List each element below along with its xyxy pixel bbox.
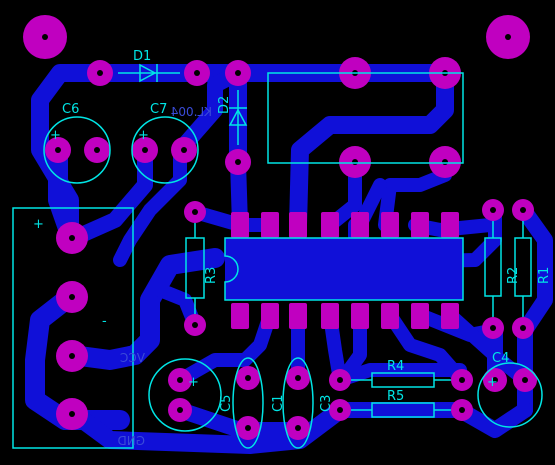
ic-pin-top-6 xyxy=(381,212,399,238)
ic-pin-bottom-8 xyxy=(441,303,459,329)
conn-plus: + xyxy=(33,217,44,232)
ic-pin-top-2 xyxy=(261,212,279,238)
vcc-label-mirrored: VCC xyxy=(120,351,145,365)
r5-label: R5 xyxy=(387,389,404,404)
d1-label: D1 xyxy=(133,49,151,64)
ic-ground-pour xyxy=(225,238,463,300)
c7-polarity: + xyxy=(138,128,149,143)
c4-outline xyxy=(477,362,543,428)
ic-pin-bottom-7 xyxy=(411,303,429,329)
r2-label: R2 xyxy=(506,267,521,284)
connector-outline xyxy=(12,207,134,449)
conn-minus: - xyxy=(102,314,107,329)
d1-symbol xyxy=(139,63,157,83)
r4-label: R4 xyxy=(387,359,404,374)
pads xyxy=(23,15,537,440)
ic-pin-top-1 xyxy=(231,212,249,238)
ic-pin-bottom-6 xyxy=(381,303,399,329)
d2-label: D2 xyxy=(217,96,232,114)
c5-polarity: + xyxy=(188,375,199,390)
c6-polarity: + xyxy=(50,128,61,143)
relay-outline xyxy=(267,72,464,164)
c1-label: C1 xyxy=(271,395,286,412)
c4-polarity: + xyxy=(487,375,498,390)
ic-pin-bottom-2 xyxy=(261,303,279,329)
ic-pin-top-3 xyxy=(289,212,307,238)
c3-outline xyxy=(282,357,314,449)
c1-outline xyxy=(232,357,264,449)
ic-pins xyxy=(231,212,459,329)
c6-outline xyxy=(43,116,111,184)
c7-label: C7 xyxy=(150,102,167,117)
gnd-label-mirrored: GND xyxy=(117,434,145,448)
c3-label: C3 xyxy=(319,395,334,412)
silkscreen xyxy=(12,63,543,449)
c5-label: C5 xyxy=(219,395,234,412)
ic-pin-top-7 xyxy=(411,212,429,238)
r1-label: R1 xyxy=(537,267,552,284)
d2-symbol xyxy=(228,108,248,126)
r3-label: R3 xyxy=(204,267,219,284)
c5-outline xyxy=(148,358,222,432)
board-id-mirrored: KL.004 xyxy=(171,105,212,119)
ic-pin-top-5 xyxy=(351,212,369,238)
ic-outline xyxy=(224,237,464,301)
ic-pin-top-8 xyxy=(441,212,459,238)
ic-pin-top-4 xyxy=(321,212,339,238)
c4-label: C4 xyxy=(492,351,509,366)
ic-pin-bottom-5 xyxy=(351,303,369,329)
labels: D1 D2 C6 C7 R3 R2 R1 R4 R5 C4 C5 C1 C3 +… xyxy=(33,49,552,448)
c6-label: C6 xyxy=(62,102,79,117)
ic-pin-bottom-4 xyxy=(321,303,339,329)
c7-outline xyxy=(131,116,199,184)
ic-pin-bottom-3 xyxy=(289,303,307,329)
ic-pin-bottom-1 xyxy=(231,303,249,329)
